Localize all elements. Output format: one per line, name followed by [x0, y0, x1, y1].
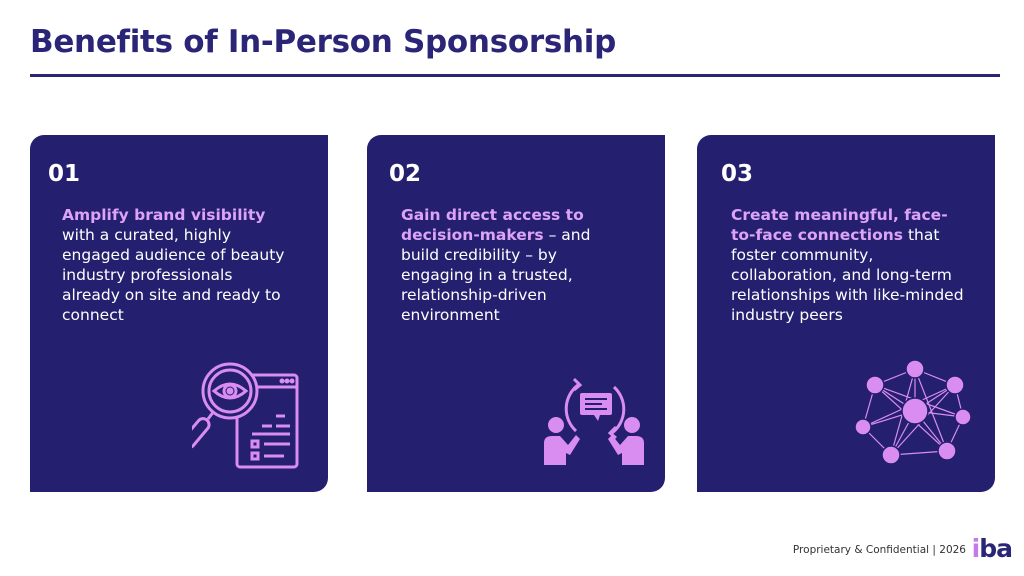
benefit-card-1: 01 Amplify brand visibility with a curat…: [30, 135, 328, 492]
card-body: – and build credibility – by engaging in…: [401, 226, 591, 324]
card-number: 01: [48, 161, 81, 187]
people-conversation-icon: [544, 377, 644, 465]
benefit-card-2: 02 Gain direct access to decision-makers…: [367, 135, 665, 492]
title-divider: [30, 74, 1000, 77]
card-highlight: Amplify brand visibility: [62, 206, 266, 224]
card-text: Create meaningful, face-to-face connecti…: [731, 205, 967, 325]
benefit-card-3: 03 Create meaningful, face-to-face conne…: [697, 135, 995, 492]
card-text: Gain direct access to decision-makers – …: [401, 205, 631, 325]
card-highlight: Create meaningful, face-to-face connecti…: [731, 206, 948, 244]
footer-text: Proprietary & Confidential | 2026: [792, 544, 966, 556]
card-text: Amplify brand visibility with a curated,…: [62, 205, 294, 325]
card-body: with a curated, highly engaged audience …: [62, 226, 285, 324]
card-highlight: Gain direct access to decision-makers: [401, 206, 584, 244]
card-number: 02: [389, 161, 422, 187]
card-body: that foster community, collaboration, an…: [731, 226, 964, 324]
card-number: 03: [721, 161, 754, 187]
iba-logo: iba: [971, 534, 1013, 563]
magnifier-eye-document-icon: [192, 362, 299, 469]
page-title: Benefits of In-Person Sponsorship: [30, 24, 616, 60]
network-people-icon: [855, 359, 972, 465]
